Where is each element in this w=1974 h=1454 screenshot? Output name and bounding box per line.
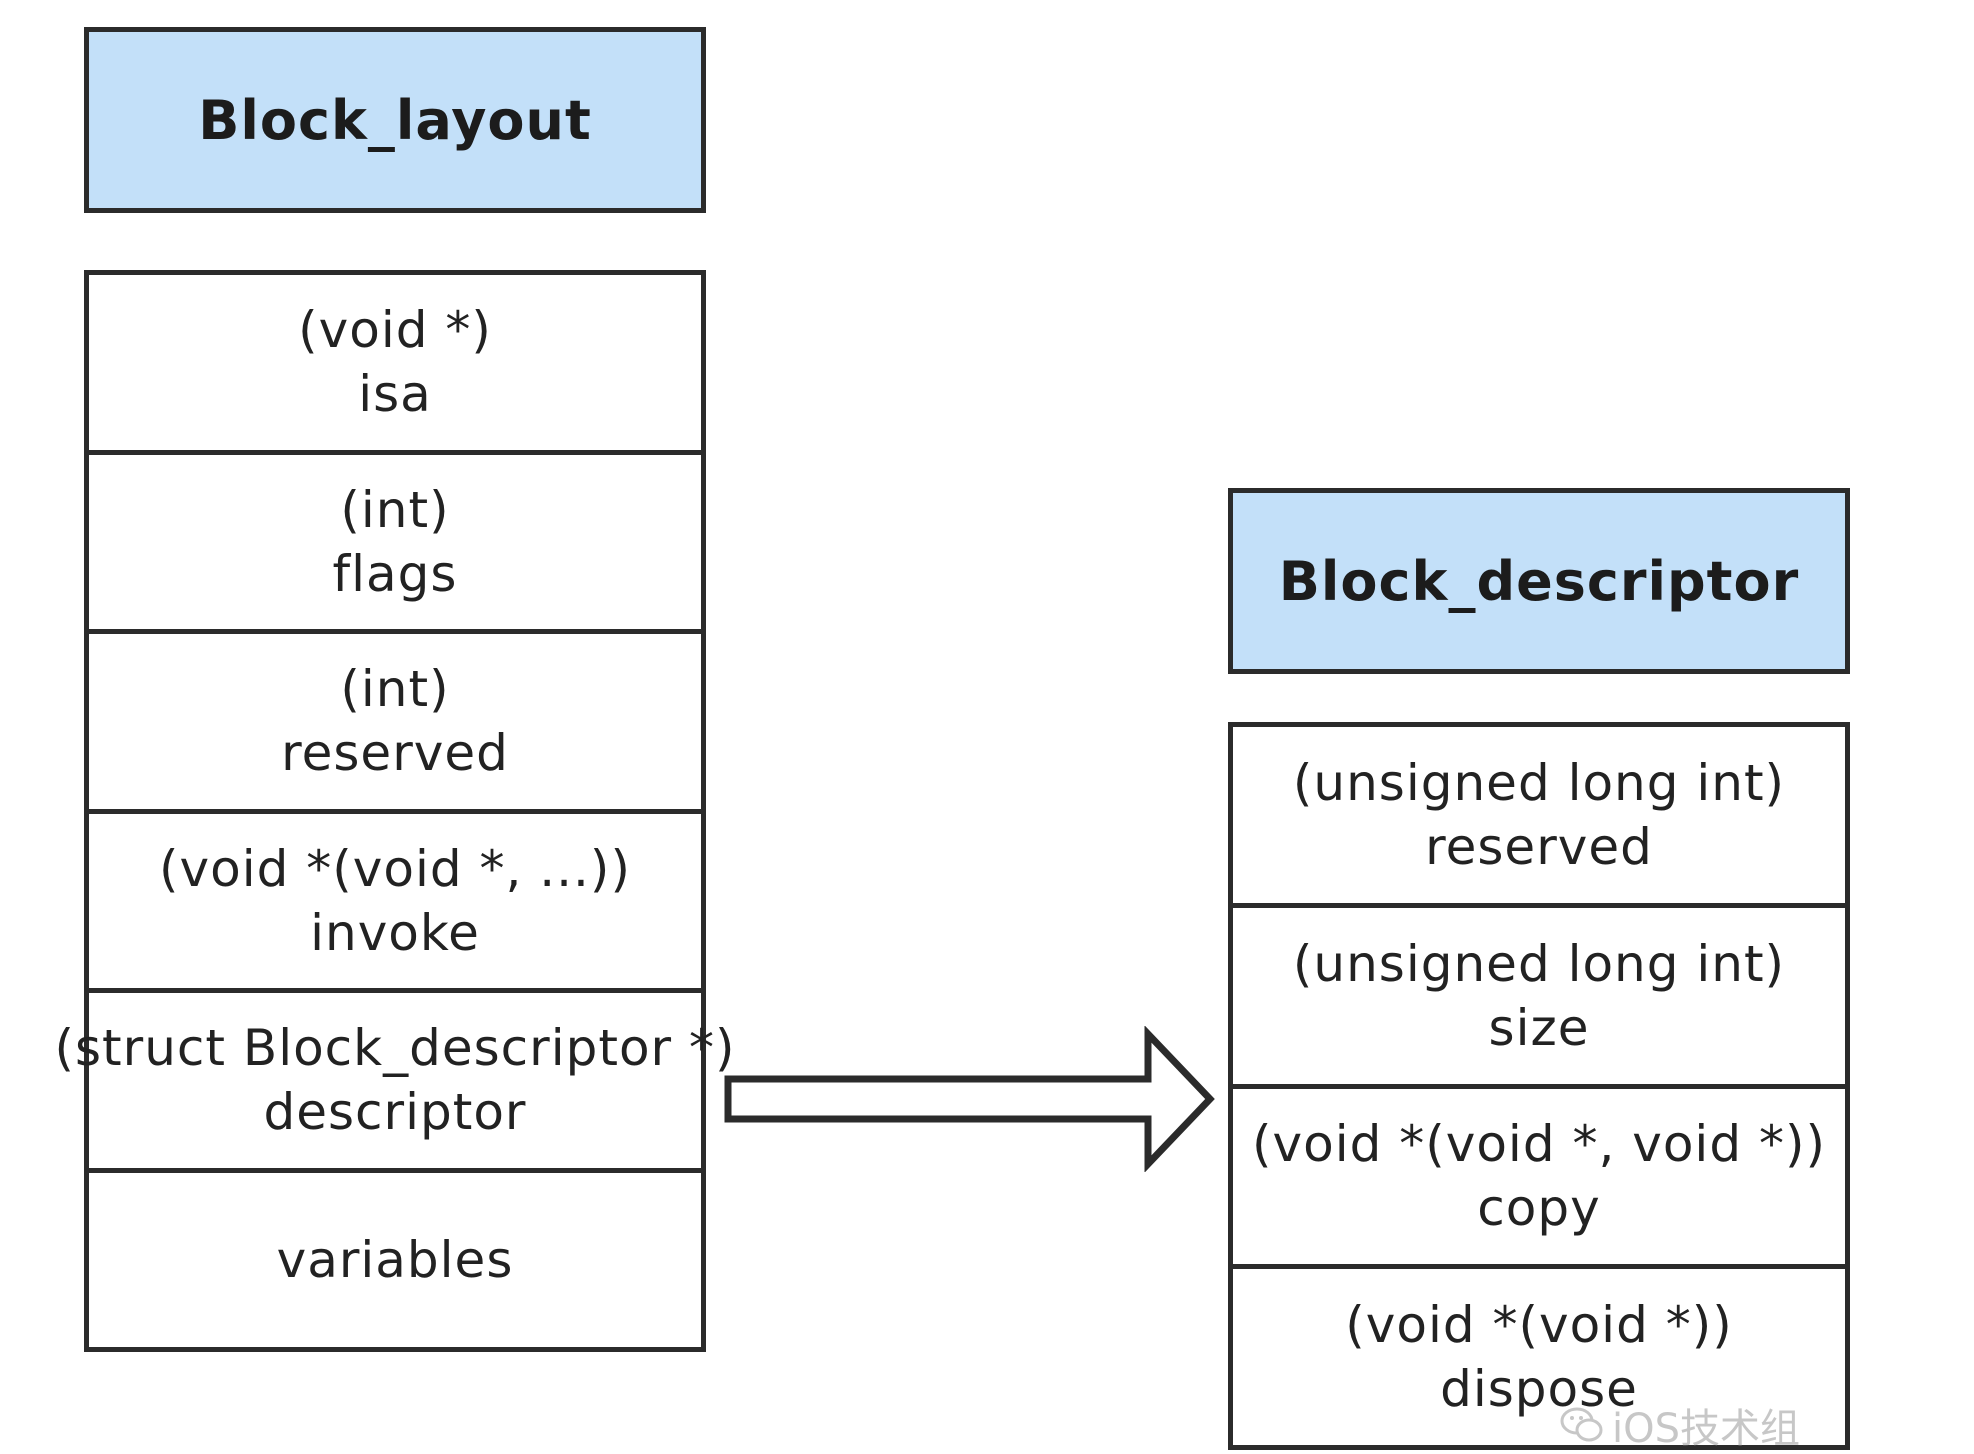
field-name: variables	[276, 1230, 514, 1289]
field-name: reserved	[1425, 817, 1653, 876]
block-descriptor-header: Block_descriptor	[1228, 488, 1850, 674]
field-type: (unsigned long int)	[1292, 753, 1786, 812]
field-name: dispose	[1440, 1360, 1638, 1419]
field-reserved: (int) reserved	[89, 634, 701, 814]
field-name: copy	[1477, 1179, 1601, 1238]
block-layout-fields: (void *) isa (int) flags (int) reserved …	[55, 270, 735, 1352]
block-descriptor-fields: (unsigned long int) reserved (unsigned l…	[1228, 722, 1850, 1450]
field-variables: variables	[89, 1173, 701, 1348]
field-name: invoke	[310, 903, 480, 962]
wechat-icon	[1560, 1407, 1603, 1442]
field-descriptor: (struct Block_descriptor *) descriptor	[55, 993, 735, 1173]
field-copy: (void *(void *, void *)) copy	[1233, 1089, 1845, 1270]
watermark-text: iOS技术组	[1612, 1406, 1800, 1452]
field-name: reserved	[281, 724, 509, 783]
field-size: (unsigned long int) size	[1233, 908, 1845, 1089]
field-name: size	[1488, 998, 1590, 1057]
field-dispose: (void *(void *)) dispose	[1233, 1269, 1845, 1445]
field-name: flags	[332, 544, 458, 603]
field-name: descriptor	[263, 1083, 527, 1142]
field-type: (void *)	[298, 301, 492, 360]
field-type: (void *(void *, ...))	[159, 839, 631, 898]
field-type: (int)	[340, 480, 450, 539]
field-type: (void *(void *, void *))	[1252, 1115, 1826, 1174]
field-reserved: (unsigned long int) reserved	[1233, 727, 1845, 908]
block-layout-header: Block_layout	[84, 27, 706, 213]
watermark: iOS技术组	[1560, 1396, 1800, 1454]
pointer-arrow	[724, 1026, 1215, 1172]
field-type: (struct Block_descriptor *)	[54, 1019, 736, 1078]
field-invoke: (void *(void *, ...)) invoke	[89, 814, 701, 993]
block-layout-title: Block_layout	[198, 88, 592, 152]
field-isa: (void *) isa	[89, 275, 701, 455]
field-type: (unsigned long int)	[1292, 934, 1786, 993]
field-flags: (int) flags	[89, 455, 701, 634]
field-type: (int)	[340, 660, 450, 719]
field-name: isa	[358, 365, 432, 424]
block-descriptor-title: Block_descriptor	[1278, 549, 1800, 613]
field-type: (void *(void *))	[1345, 1296, 1733, 1355]
